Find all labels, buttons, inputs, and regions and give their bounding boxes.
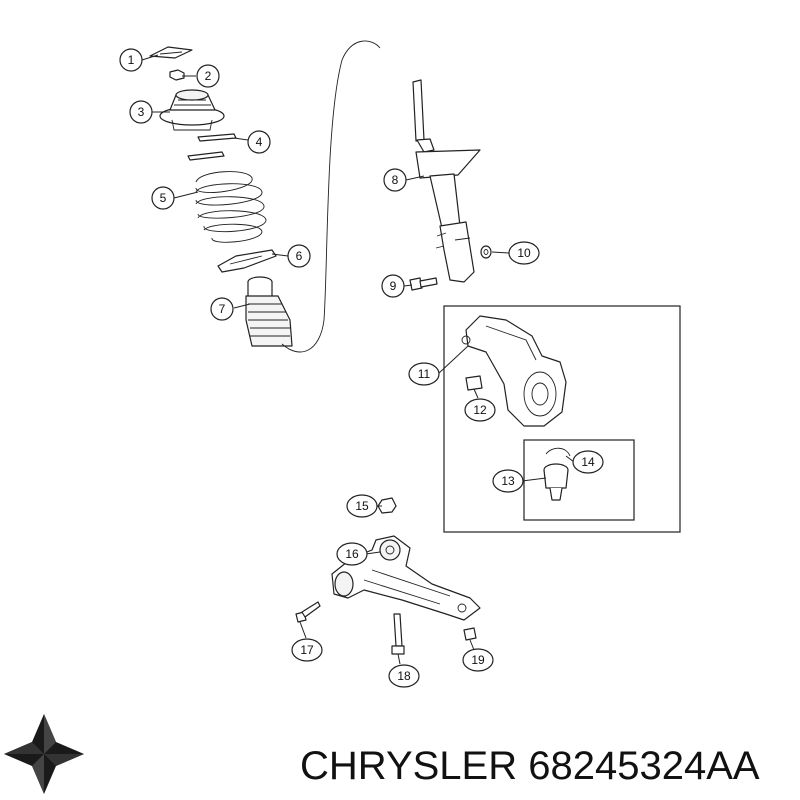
hose-line [281,40,381,353]
svg-text:14: 14 [581,455,595,469]
callout-13: 13 [492,469,524,493]
part-ball-joint [543,447,571,501]
callout-5: 5 [151,186,175,210]
callout-3: 3 [129,100,153,124]
callout-14: 14 [572,450,604,474]
svg-text:5: 5 [160,191,167,205]
svg-text:15: 15 [355,499,369,513]
part-coil-spring [195,171,267,243]
svg-text:8: 8 [392,173,399,187]
svg-text:19: 19 [471,653,485,667]
part-nut-12 [465,375,483,391]
callout-17: 17 [291,638,323,662]
callout-11: 11 [408,362,440,386]
part-lower-control-arm [331,535,481,621]
svg-text:10: 10 [517,246,531,260]
part-spring-seat [217,249,277,273]
svg-text:18: 18 [397,669,411,683]
svg-text:13: 13 [501,474,515,488]
callout-19: 19 [462,648,494,672]
part-nut-10 [480,245,492,259]
part-bolt-17 [295,601,321,623]
part-top-nut [169,69,185,81]
part-strut-mount [159,89,225,131]
callout-12: 12 [464,398,496,422]
svg-text:17: 17 [300,643,314,657]
callout-8: 8 [383,168,407,192]
part-nut-19 [463,627,477,641]
part-dust-boot [245,276,293,347]
part-bolt-9 [409,277,438,291]
callout-16: 16 [336,542,368,566]
svg-text:2: 2 [205,69,212,83]
callout-10: 10 [508,241,540,265]
svg-text:1: 1 [128,53,135,67]
svg-text:16: 16 [345,547,359,561]
ball-joint-group-box [523,439,635,521]
callout-15: 15 [346,494,378,518]
svg-text:9: 9 [390,279,397,293]
svg-text:11: 11 [418,367,431,381]
part-bolt-18 [391,613,405,655]
svg-text:12: 12 [473,403,487,417]
callout-4: 4 [247,130,271,154]
part-upper-plate [149,46,193,59]
part-number-label: CHRYSLER 68245324AA [300,744,760,788]
svg-text:4: 4 [256,135,263,149]
chrysler-pentastar-icon [4,714,84,794]
knuckle-group-box [443,305,681,533]
callout-1: 1 [119,48,143,72]
part-spring-isolators [187,133,237,161]
callout-9: 9 [381,274,405,298]
svg-text:7: 7 [219,302,226,316]
callout-6: 6 [287,244,311,268]
svg-text:3: 3 [138,105,145,119]
svg-text:6: 6 [296,249,303,263]
leader-lines [141,54,575,665]
part-strut-assembly [412,79,481,283]
callout-18: 18 [388,664,420,688]
callout-7: 7 [210,297,234,321]
callout-2: 2 [196,64,220,88]
part-steering-knuckle [461,315,567,427]
